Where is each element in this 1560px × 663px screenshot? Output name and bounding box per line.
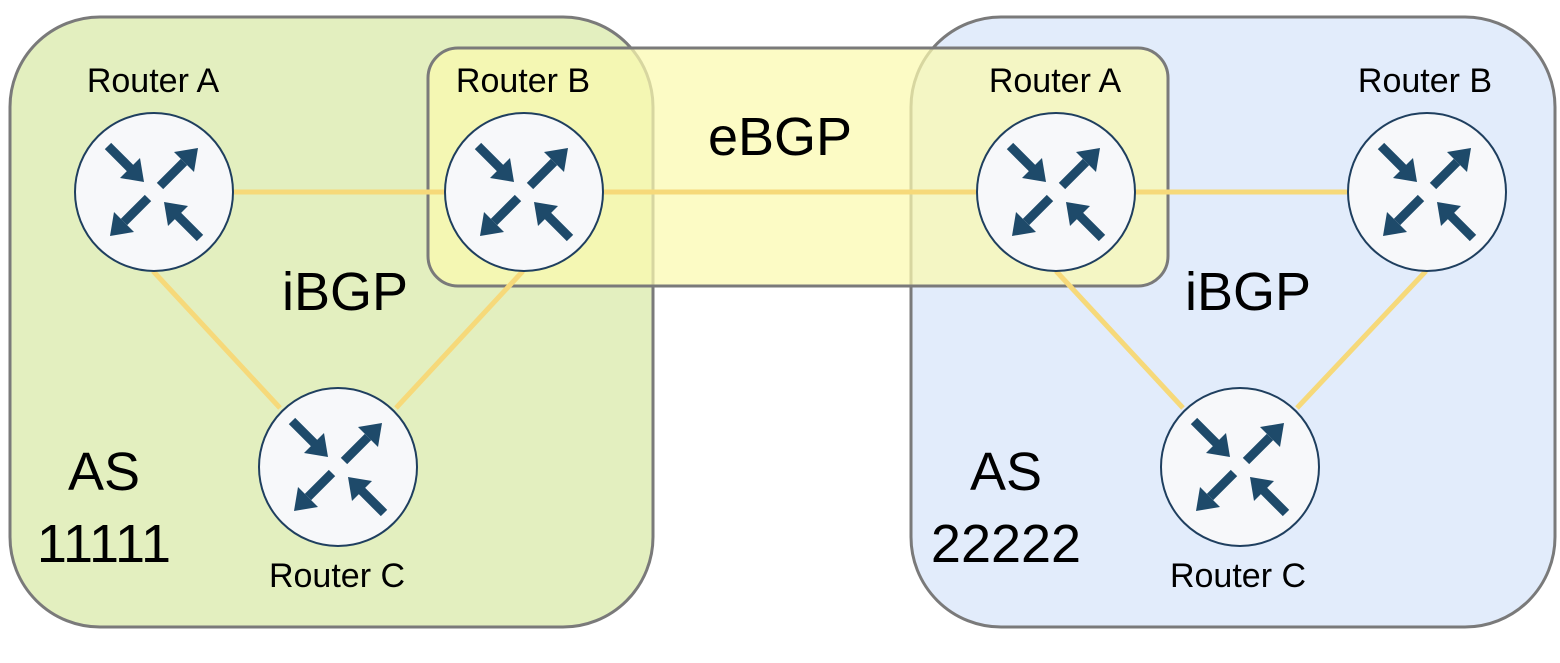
label-right-router-c: Router C xyxy=(1170,557,1306,595)
router-right-b xyxy=(1347,112,1507,272)
link-right-b-c xyxy=(1295,269,1428,410)
label-left-as-number: 11111 xyxy=(37,514,171,574)
label-right-router-b: Router B xyxy=(1358,62,1492,100)
router-left-c xyxy=(258,387,418,547)
label-left-ibgp: iBGP xyxy=(282,262,408,322)
label-right-as: AS xyxy=(970,442,1042,502)
links xyxy=(151,189,1428,410)
label-ebgp: eBGP xyxy=(708,107,852,167)
label-left-as: AS xyxy=(68,442,140,502)
router-left-a xyxy=(74,112,234,272)
router-left-b xyxy=(444,112,604,272)
label-left-router-c: Router C xyxy=(269,557,405,595)
ebgp-region xyxy=(426,46,1170,288)
router-right-c xyxy=(1160,387,1320,547)
label-left-router-a: Router A xyxy=(87,62,220,100)
label-right-router-a: Router A xyxy=(989,62,1122,100)
link-left-a-c xyxy=(151,269,282,410)
label-left-router-b: Router B xyxy=(456,62,590,100)
label-right-ibgp: iBGP xyxy=(1185,262,1311,322)
router-right-a xyxy=(976,112,1136,272)
link-left-b-c xyxy=(394,269,525,410)
label-right-as-number: 22222 xyxy=(931,514,1081,574)
link-right-a-c xyxy=(1054,269,1185,410)
